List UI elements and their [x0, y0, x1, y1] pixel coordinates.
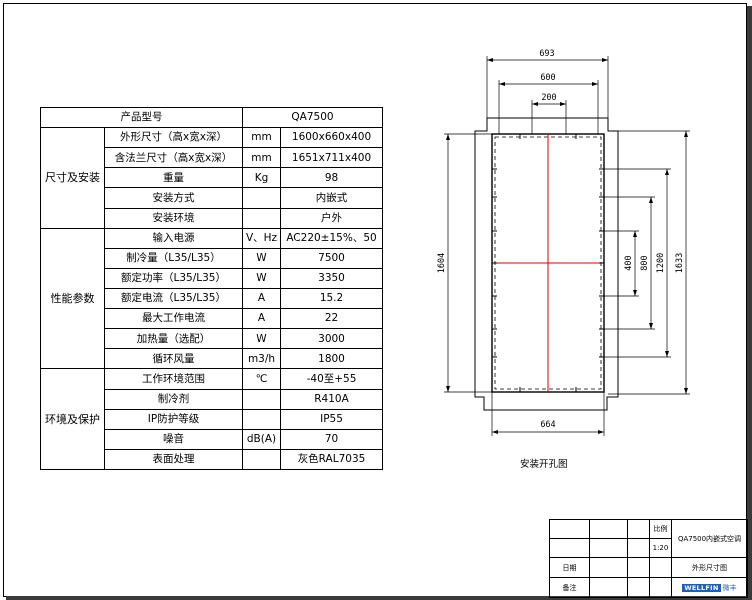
page-shadow-bottom: [6, 596, 752, 600]
drawing-caption: 安装开孔图: [520, 459, 568, 470]
spec-row: 表面处理灰色RAL7035: [41, 448, 384, 470]
dim-1633: 1633: [675, 253, 685, 273]
brand-cn: 微丰: [722, 583, 737, 592]
spec-group-label: 尺寸及安装: [40, 127, 105, 229]
dim-664: 664: [540, 420, 555, 430]
drawing-title: QA7500内嵌式空调: [671, 519, 748, 558]
spec-header-row: 产品型号 QA7500: [40, 106, 384, 129]
dim-400: 400: [624, 255, 634, 270]
flange-outline: [474, 117, 619, 411]
spec-cell-value: 灰色RAL7035: [279, 448, 384, 470]
hole-ticks: [492, 134, 604, 392]
dim-200: 200: [541, 93, 556, 103]
page-shadow-right: [747, 6, 752, 600]
dimension-arrows: [446, 58, 688, 434]
dim-1200: 1200: [656, 253, 666, 273]
scale-value: 1:20: [649, 538, 672, 558]
dim-693: 693: [539, 49, 554, 59]
sheet-name: 外形尺寸图: [671, 557, 748, 578]
dim-800: 800: [640, 255, 650, 270]
dimension-lines: [444, 56, 690, 436]
date-label: 日期: [549, 557, 590, 578]
dim-1604: 1604: [437, 253, 447, 273]
brand-en: WELLFIN: [682, 583, 721, 592]
dim-600: 600: [540, 73, 555, 83]
remark-label: 备注: [549, 577, 590, 598]
scale-label: 比例: [649, 519, 672, 539]
